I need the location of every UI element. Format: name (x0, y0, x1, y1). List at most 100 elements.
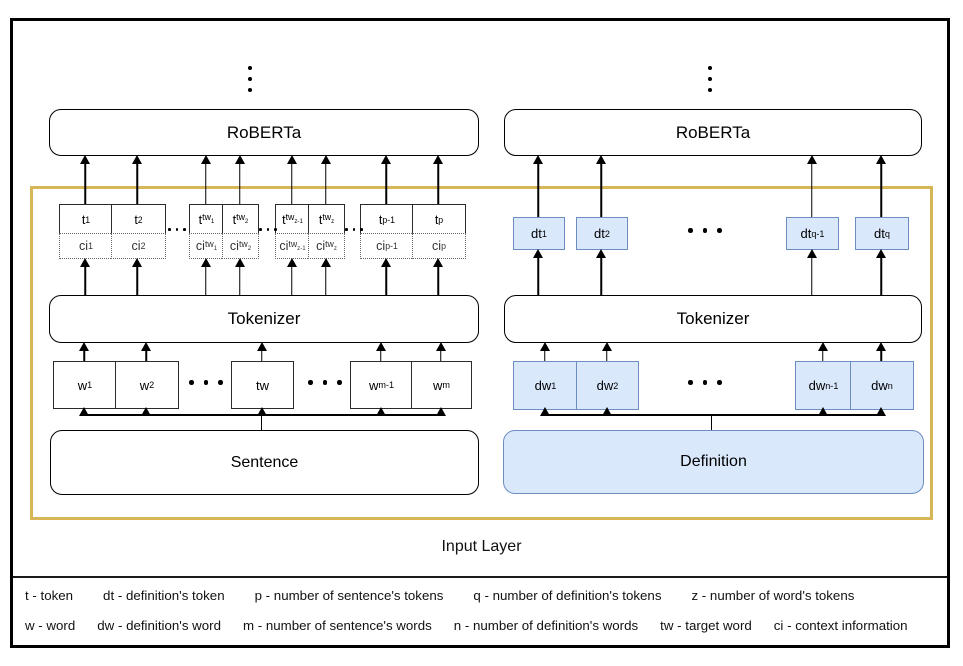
horizontal-ellipsis-icon (345, 228, 363, 231)
arrow-up-icon (539, 342, 550, 361)
arrow-up-icon (806, 249, 817, 295)
arrow-up-icon (381, 155, 392, 204)
input-layer-caption: Input Layer (441, 538, 522, 555)
arrow-up-icon (533, 155, 544, 217)
arrow-up-icon (320, 258, 331, 295)
arrow-up-icon (435, 342, 446, 361)
tokenizer-box-right: Tokenizer (504, 295, 922, 343)
legend-item: m - number of sentence's words (243, 618, 432, 633)
branch-line (544, 414, 882, 416)
arrow-up-icon (596, 155, 607, 217)
arrowhead-up-icon (256, 407, 267, 416)
definition-label: Definition (680, 453, 747, 470)
sentence-label: Sentence (230, 453, 299, 471)
arrow-up-icon (596, 249, 607, 295)
legend-item: q - number of definition's tokens (473, 588, 662, 603)
horizontal-ellipsis-icon (189, 380, 223, 385)
arrowhead-up-icon (141, 407, 152, 416)
horizontal-ellipsis-icon (259, 228, 277, 231)
legend-item: dw - definition's word (97, 618, 221, 633)
legend-item: n - number of definition's words (453, 618, 639, 633)
legend-divider (13, 576, 947, 578)
arrow-up-icon (286, 258, 297, 295)
tokenizer-label: Tokenizer (227, 309, 301, 328)
roberta-box-right: RoBERTa (504, 109, 922, 156)
legend-row-2: w - word dw - definition's word m - numb… (25, 618, 908, 633)
horizontal-ellipsis-icon (168, 228, 186, 231)
arrowhead-up-icon (539, 407, 550, 416)
input-layer-boundary (30, 186, 933, 520)
arrow-up-icon (234, 258, 245, 295)
roberta-label: RoBERTa (226, 122, 302, 142)
legend-item: w - word (25, 618, 76, 633)
arrow-up-icon (601, 342, 612, 361)
legend-item: t - token (25, 588, 74, 603)
word-box-tw: tw (231, 361, 294, 409)
arrow-up-icon (234, 155, 245, 204)
legend-item: ci - context information (773, 618, 908, 633)
legend-item: dt - definition's token (103, 588, 225, 603)
horizontal-ellipsis-icon (688, 380, 722, 385)
branch-stem (710, 414, 713, 430)
sentence-box: Sentence (50, 430, 479, 495)
vertical-ellipsis-icon (248, 66, 252, 92)
arrowhead-up-icon (79, 407, 90, 416)
arrowhead-up-icon (876, 407, 887, 416)
arrow-up-icon (876, 249, 887, 295)
arrow-up-icon (375, 342, 386, 361)
roberta-label: RoBERTa (675, 122, 751, 142)
arrow-up-icon (80, 155, 91, 204)
arrowhead-up-icon (601, 407, 612, 416)
horizontal-ellipsis-icon (688, 228, 722, 233)
branch-stem (260, 414, 263, 430)
arrowhead-up-icon (375, 407, 386, 416)
tokenizer-box-left: Tokenizer (49, 295, 479, 343)
arrow-up-icon (433, 155, 444, 204)
arrow-up-icon (79, 342, 90, 361)
arrow-up-icon (200, 258, 211, 295)
legend-item: p - number of sentence's tokens (254, 588, 444, 603)
arrow-up-icon (200, 155, 211, 204)
arrow-up-icon (132, 155, 143, 204)
legend-row-1: t - token dt - definition's token p - nu… (25, 588, 854, 603)
definition-box: Definition (503, 430, 924, 494)
arrowhead-up-icon (435, 407, 446, 416)
arrow-up-icon (806, 155, 817, 217)
arrow-up-icon (286, 155, 297, 204)
arrow-up-icon (433, 258, 444, 295)
legend-item: tw - target word (660, 618, 752, 633)
arrow-up-icon (876, 155, 887, 217)
arrow-up-icon (533, 249, 544, 295)
roberta-box-left: RoBERTa (49, 109, 479, 156)
arrow-up-icon (132, 258, 143, 295)
vertical-ellipsis-icon (708, 66, 712, 92)
legend-item: z - number of word's tokens (691, 588, 855, 603)
